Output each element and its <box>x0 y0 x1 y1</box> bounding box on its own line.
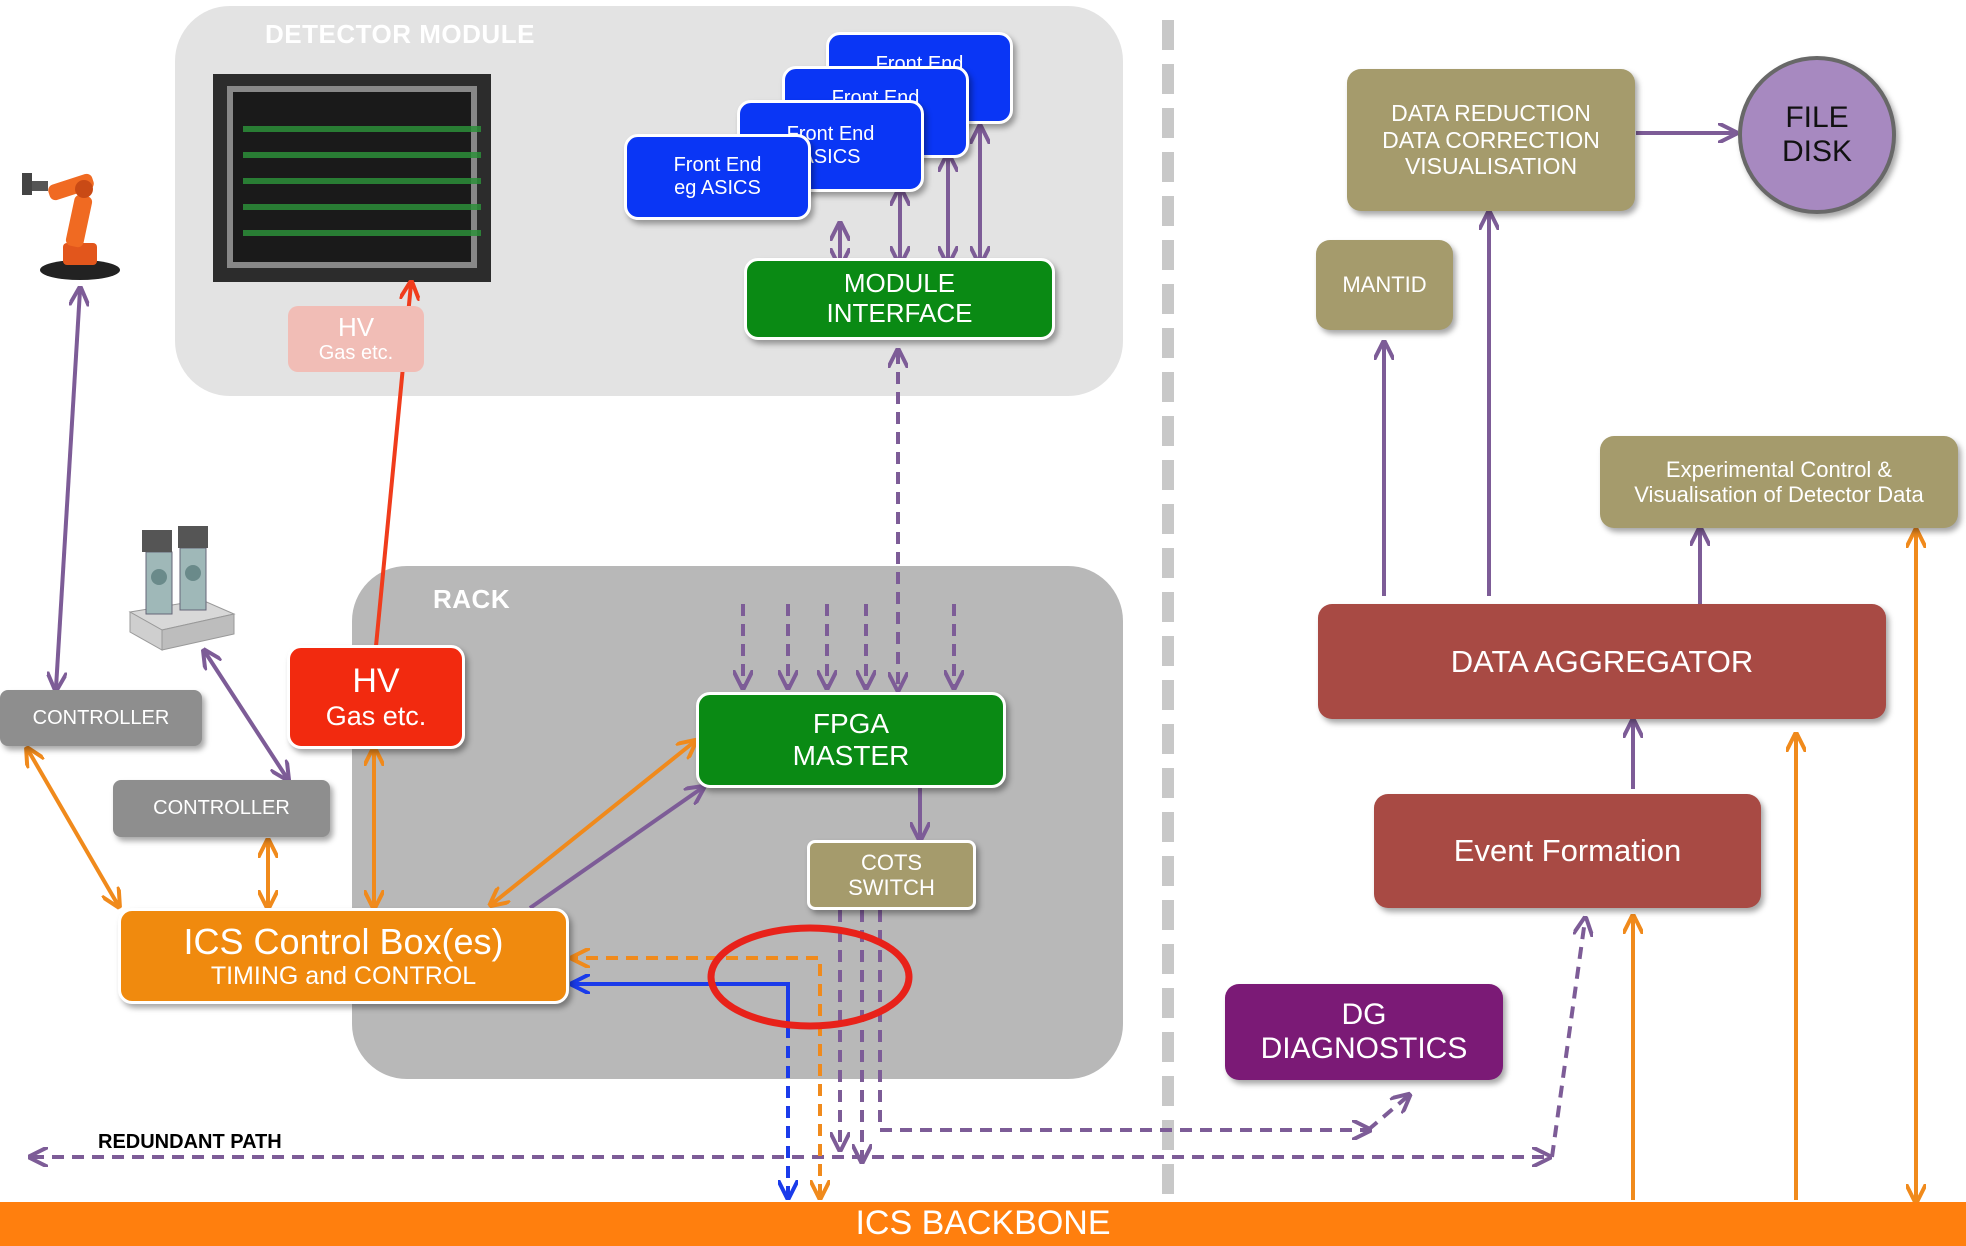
module-interface-box: MODULE INTERFACE <box>744 258 1055 340</box>
controller-box-2: CONTROLLER <box>113 780 330 837</box>
cots-line1: COTS <box>860 849 923 875</box>
redundant-path-label: REDUNDANT PATH <box>98 1131 282 1153</box>
event-formation-label: Event Formation <box>1453 833 1682 869</box>
section-divider <box>1162 20 1174 1246</box>
module-interface-line2: INTERFACE <box>826 298 973 328</box>
ics-backbone-bar: ICS BACKBONE <box>0 1202 1966 1246</box>
data-aggregator-box: DATA AGGREGATOR <box>1318 604 1886 719</box>
front-end-label: Front End ASICS <box>786 123 875 168</box>
fpga-line2: MASTER <box>792 740 910 771</box>
ics-control-subtitle: TIMING and CONTROL <box>210 962 477 991</box>
cots-switch-box: COTS SWITCH <box>807 840 976 910</box>
robot-arm-icon <box>22 173 120 280</box>
disk-label: DISK <box>1781 135 1853 168</box>
dg-diagnostics-box: DG DIAGNOSTICS <box>1225 984 1503 1080</box>
hv-gas-box: HV Gas etc. <box>287 645 465 749</box>
experimental-control-line2: Visualisation of Detector Data <box>1634 482 1924 507</box>
detector-module-title: DETECTOR MODULE <box>265 19 535 49</box>
hv-label: HV <box>337 311 375 342</box>
controller-box-1: CONTROLLER <box>0 690 202 746</box>
module-interface-line1: MODULE <box>843 268 956 299</box>
experimental-control-line1: Experimental Control & <box>1665 456 1893 482</box>
front-end-label: Front End eg ASICS <box>673 154 762 199</box>
ics-control-title: ICS Control Box(es) <box>183 920 504 962</box>
fpga-master-box: FPGA MASTER <box>696 692 1006 788</box>
controller-label: CONTROLLER <box>32 706 170 729</box>
cots-line2: SWITCH <box>848 875 935 900</box>
data-reduction-box: DATA REDUCTION DATA CORRECTION VISUALISA… <box>1347 69 1635 211</box>
gas-label: Gas etc. <box>325 701 427 732</box>
controller-label: CONTROLLER <box>153 797 290 819</box>
dg-label: DG <box>1341 997 1387 1031</box>
motor-stage-icon <box>128 526 236 651</box>
rack-title: RACK <box>433 584 511 614</box>
mantid-box: MANTID <box>1316 240 1453 330</box>
gas-label: Gas etc. <box>318 342 394 365</box>
front-end-card-1: Front End eg ASICS <box>624 134 811 220</box>
experimental-control-box: Experimental Control & Visualisation of … <box>1600 436 1958 528</box>
data-reduction-line3: VISUALISATION <box>1404 153 1578 180</box>
data-aggregator-label: DATA AGGREGATOR <box>1450 643 1754 679</box>
hv-gas-faded: HV Gas etc. <box>288 306 424 372</box>
ics-backbone-label: ICS BACKBONE <box>855 1204 1111 1243</box>
file-label: FILE <box>1785 100 1849 134</box>
data-reduction-line2: DATA CORRECTION <box>1382 126 1600 153</box>
mantid-label: MANTID <box>1342 272 1427 298</box>
data-reduction-line1: DATA REDUCTION <box>1391 100 1591 127</box>
event-formation-box: Event Formation <box>1374 794 1761 908</box>
fpga-line1: FPGA <box>812 707 890 739</box>
detector-photo <box>213 74 491 282</box>
diagnostics-label: DIAGNOSTICS <box>1260 1032 1468 1065</box>
file-disk-circle: FILE DISK <box>1738 56 1896 214</box>
highlight-ellipse <box>707 924 913 1030</box>
hv-label: HV <box>352 661 400 700</box>
ics-control-box: ICS Control Box(es) TIMING and CONTROL <box>118 908 569 1004</box>
